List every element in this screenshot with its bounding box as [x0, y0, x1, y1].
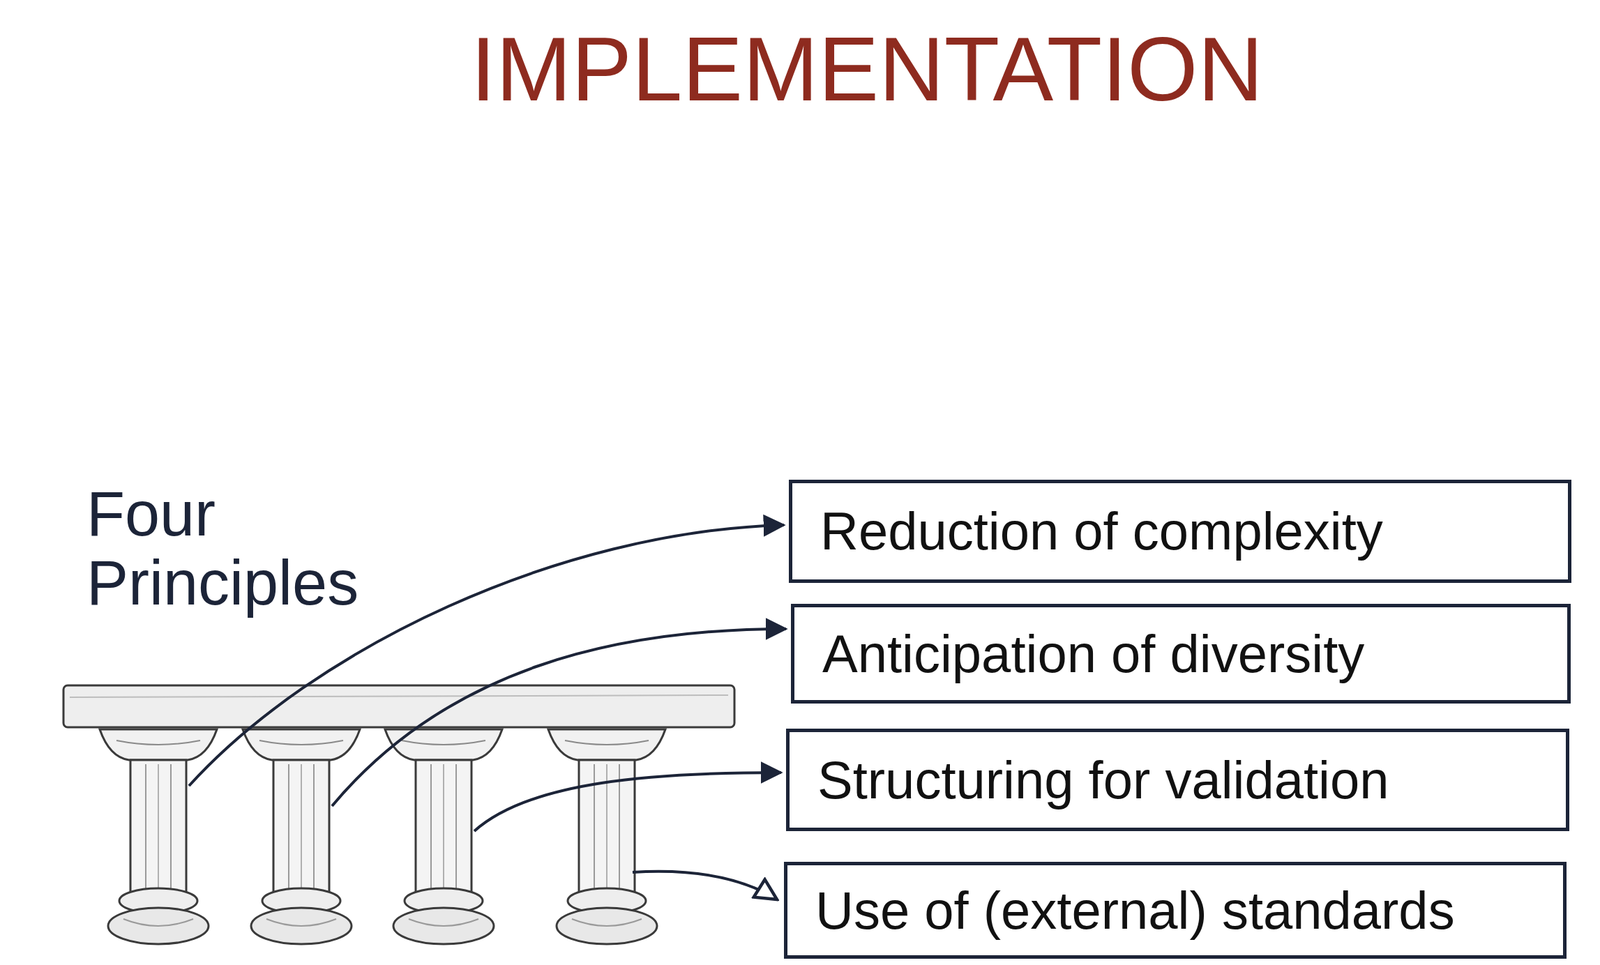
principle-box: Use of (external) standards [783, 862, 1567, 960]
diagram-title: IMPLEMENTATION [470, 19, 1264, 120]
column [385, 729, 503, 945]
principle-box: Anticipation of diversity [790, 604, 1571, 704]
entablature [63, 685, 735, 728]
principle-box: Structuring for validation [786, 728, 1570, 832]
column [242, 729, 360, 945]
principle-text: Use of (external) standards [815, 880, 1455, 941]
column [548, 729, 666, 945]
leader-arrow [632, 871, 777, 900]
principle-text: Reduction of complexity [820, 500, 1384, 562]
principle-text: Structuring for validation [817, 749, 1390, 811]
principle-text: Anticipation of diversity [822, 623, 1365, 685]
entablature-line [69, 695, 729, 698]
column [99, 729, 217, 945]
leader-arrow [474, 772, 782, 832]
principle-box: Reduction of complexity [788, 479, 1572, 584]
leader-arrow [331, 629, 787, 807]
principles-label: Four Principles [86, 479, 415, 618]
